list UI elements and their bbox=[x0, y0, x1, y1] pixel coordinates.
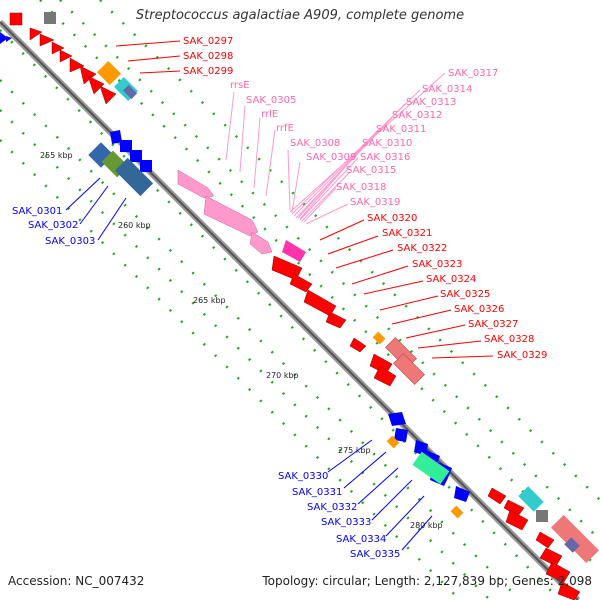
label-sak0309: SAK_0309 bbox=[306, 152, 356, 163]
label-sak0321: SAK_0321 bbox=[382, 228, 432, 239]
label-sak0297: SAK_0297 bbox=[183, 36, 233, 47]
label-rrfe: rrfE bbox=[276, 123, 294, 134]
teal-gene-bottom bbox=[518, 486, 544, 512]
rrna-cluster bbox=[177, 169, 273, 255]
tick-260: 260 kbp bbox=[118, 221, 151, 230]
tick-265: 265 kbp bbox=[193, 296, 226, 305]
label-sak0302: SAK_0302 bbox=[28, 220, 78, 231]
labels-blue-bottom: SAK_0330 SAK_0331 SAK_0332 SAK_0333 SAK_… bbox=[278, 471, 400, 560]
tick-280: 280 kbp bbox=[410, 521, 443, 530]
label-sak0325: SAK_0325 bbox=[440, 289, 490, 300]
leaders-red-right bbox=[319, 219, 494, 359]
label-sak0314: SAK_0314 bbox=[422, 84, 472, 95]
label-sak0322: SAK_0322 bbox=[397, 243, 447, 254]
labels-blue-top: SAK_0301 SAK_0302 SAK_0303 bbox=[12, 206, 95, 247]
label-sak0318: SAK_0318 bbox=[336, 182, 386, 193]
label-sak0330: SAK_0330 bbox=[278, 471, 328, 482]
tick-275: 275 kbp bbox=[338, 446, 371, 455]
label-sak0311: SAK_0311 bbox=[376, 124, 426, 135]
map-title: Streptococcus agalactiae A909, complete … bbox=[135, 8, 465, 23]
label-sak0312: SAK_0312 bbox=[392, 110, 442, 121]
label-sak0333: SAK_0333 bbox=[321, 517, 371, 528]
salmon-genes bbox=[385, 337, 425, 385]
magenta-gene bbox=[282, 240, 306, 262]
label-rrle: rrlE bbox=[261, 109, 278, 120]
label-sak0334: SAK_0334 bbox=[336, 534, 386, 545]
blue-genes-topleft bbox=[0, 32, 12, 44]
labels-red-right: SAK_0320 SAK_0321 SAK_0322 SAK_0323 SAK_… bbox=[367, 213, 547, 361]
purple-gene-top bbox=[122, 84, 138, 100]
label-sak0303: SAK_0303 bbox=[45, 236, 95, 247]
label-sak0313: SAK_0313 bbox=[406, 97, 456, 108]
label-sak0299: SAK_0299 bbox=[183, 66, 233, 77]
label-sak0331: SAK_0331 bbox=[292, 487, 342, 498]
orange-gene-bottom2 bbox=[450, 505, 464, 519]
label-sak0329: SAK_0329 bbox=[497, 350, 547, 361]
label-sak0328: SAK_0328 bbox=[484, 334, 534, 345]
label-sak0326: SAK_0326 bbox=[454, 304, 504, 315]
salmon-genes-bottom bbox=[550, 514, 600, 564]
green-gene bbox=[412, 451, 450, 485]
label-sak0324: SAK_0324 bbox=[426, 274, 476, 285]
topology-label: Topology: circular; Length: 2,127,839 bp… bbox=[262, 574, 592, 588]
orange-gene-mid bbox=[372, 331, 386, 345]
blue-genes-255 bbox=[88, 130, 154, 197]
labels-red-top: SAK_0297 SAK_0298 SAK_0299 bbox=[183, 36, 233, 77]
red-genes-bottomright bbox=[487, 487, 581, 600]
label-sak0308: SAK_0308 bbox=[290, 138, 340, 149]
label-sak0301: SAK_0301 bbox=[12, 206, 62, 217]
leaders-blue-top bbox=[65, 177, 127, 241]
leaders-red-top bbox=[115, 40, 181, 74]
tick-labels: 255 kbp 260 kbp 265 kbp 270 kbp 275 kbp … bbox=[40, 151, 443, 530]
tick-270: 270 kbp bbox=[266, 371, 299, 380]
labels-pink: rrsE SAK_0305 rrlE rrfE SAK_0308 SAK_030… bbox=[230, 68, 498, 208]
label-sak0317: SAK_0317 bbox=[448, 68, 498, 79]
red-genes-mid bbox=[271, 255, 397, 387]
orange-gene-top bbox=[96, 60, 122, 86]
label-sak0320: SAK_0320 bbox=[367, 213, 417, 224]
label-sak0315: SAK_0315 bbox=[346, 165, 396, 176]
label-rrse: rrsE bbox=[230, 80, 250, 91]
label-sak0305: SAK_0305 bbox=[246, 95, 296, 106]
label-sak0316: SAK_0316 bbox=[360, 152, 410, 163]
label-sak0327: SAK_0327 bbox=[468, 319, 518, 330]
label-sak0323: SAK_0323 bbox=[412, 259, 462, 270]
label-sak0298: SAK_0298 bbox=[183, 51, 233, 62]
red-genes-top bbox=[9, 12, 117, 105]
gray-gene-top bbox=[44, 12, 56, 24]
label-sak0332: SAK_0332 bbox=[307, 502, 357, 513]
label-sak0310: SAK_0310 bbox=[362, 138, 412, 149]
accession-label: Accession: NC_007432 bbox=[8, 574, 145, 588]
gray-gene-bottom bbox=[536, 510, 548, 522]
leaders-pink bbox=[225, 72, 446, 225]
tick-255: 255 kbp bbox=[40, 151, 73, 160]
orange-gene-bottom1 bbox=[386, 435, 400, 449]
leaders-blue-bottom bbox=[327, 439, 433, 551]
label-sak0335: SAK_0335 bbox=[350, 549, 400, 560]
label-sak0319: SAK_0319 bbox=[350, 197, 400, 208]
